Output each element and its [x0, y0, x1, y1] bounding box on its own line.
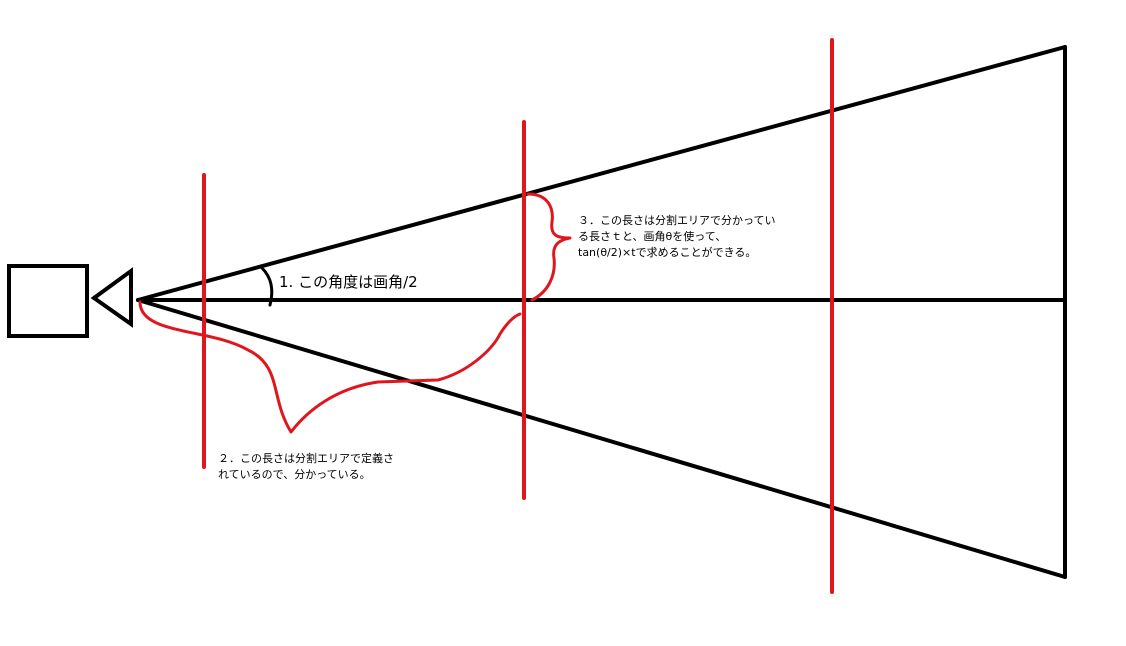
tan-length-annotation-line-1: ３．この長さは分割エリアで分かってい — [578, 214, 776, 227]
half-height-brace — [526, 192, 572, 302]
frustum-top-edge — [136, 45, 1067, 302]
camera-body-icon — [7, 264, 89, 338]
distance-brace — [138, 300, 522, 434]
tan-length-annotation: ３．この長さは分割エリアで分かってい る長さｔと、画角θを使って、 tan(θ/… — [578, 213, 775, 261]
known-length-annotation-line-1: ２．この長さは分割エリアで定義さ — [218, 452, 394, 465]
angle-annotation: 1. この角度は画角/2 — [279, 273, 418, 291]
tan-length-annotation-line-3: tan(θ/2)×tで求めることができる。 — [578, 246, 757, 259]
half-angle-arc — [260, 266, 274, 307]
known-length-annotation: ２．この長さは分割エリアで定義さ れているので、分かっている。 — [218, 451, 394, 483]
known-length-annotation-line-2: れているので、分かっている。 — [218, 468, 371, 481]
frustum-bottom-edge — [136, 298, 1067, 579]
camera-lens-icon — [90, 267, 133, 328]
tan-length-annotation-line-2: る長さｔと、画角θを使って、 — [578, 230, 727, 243]
